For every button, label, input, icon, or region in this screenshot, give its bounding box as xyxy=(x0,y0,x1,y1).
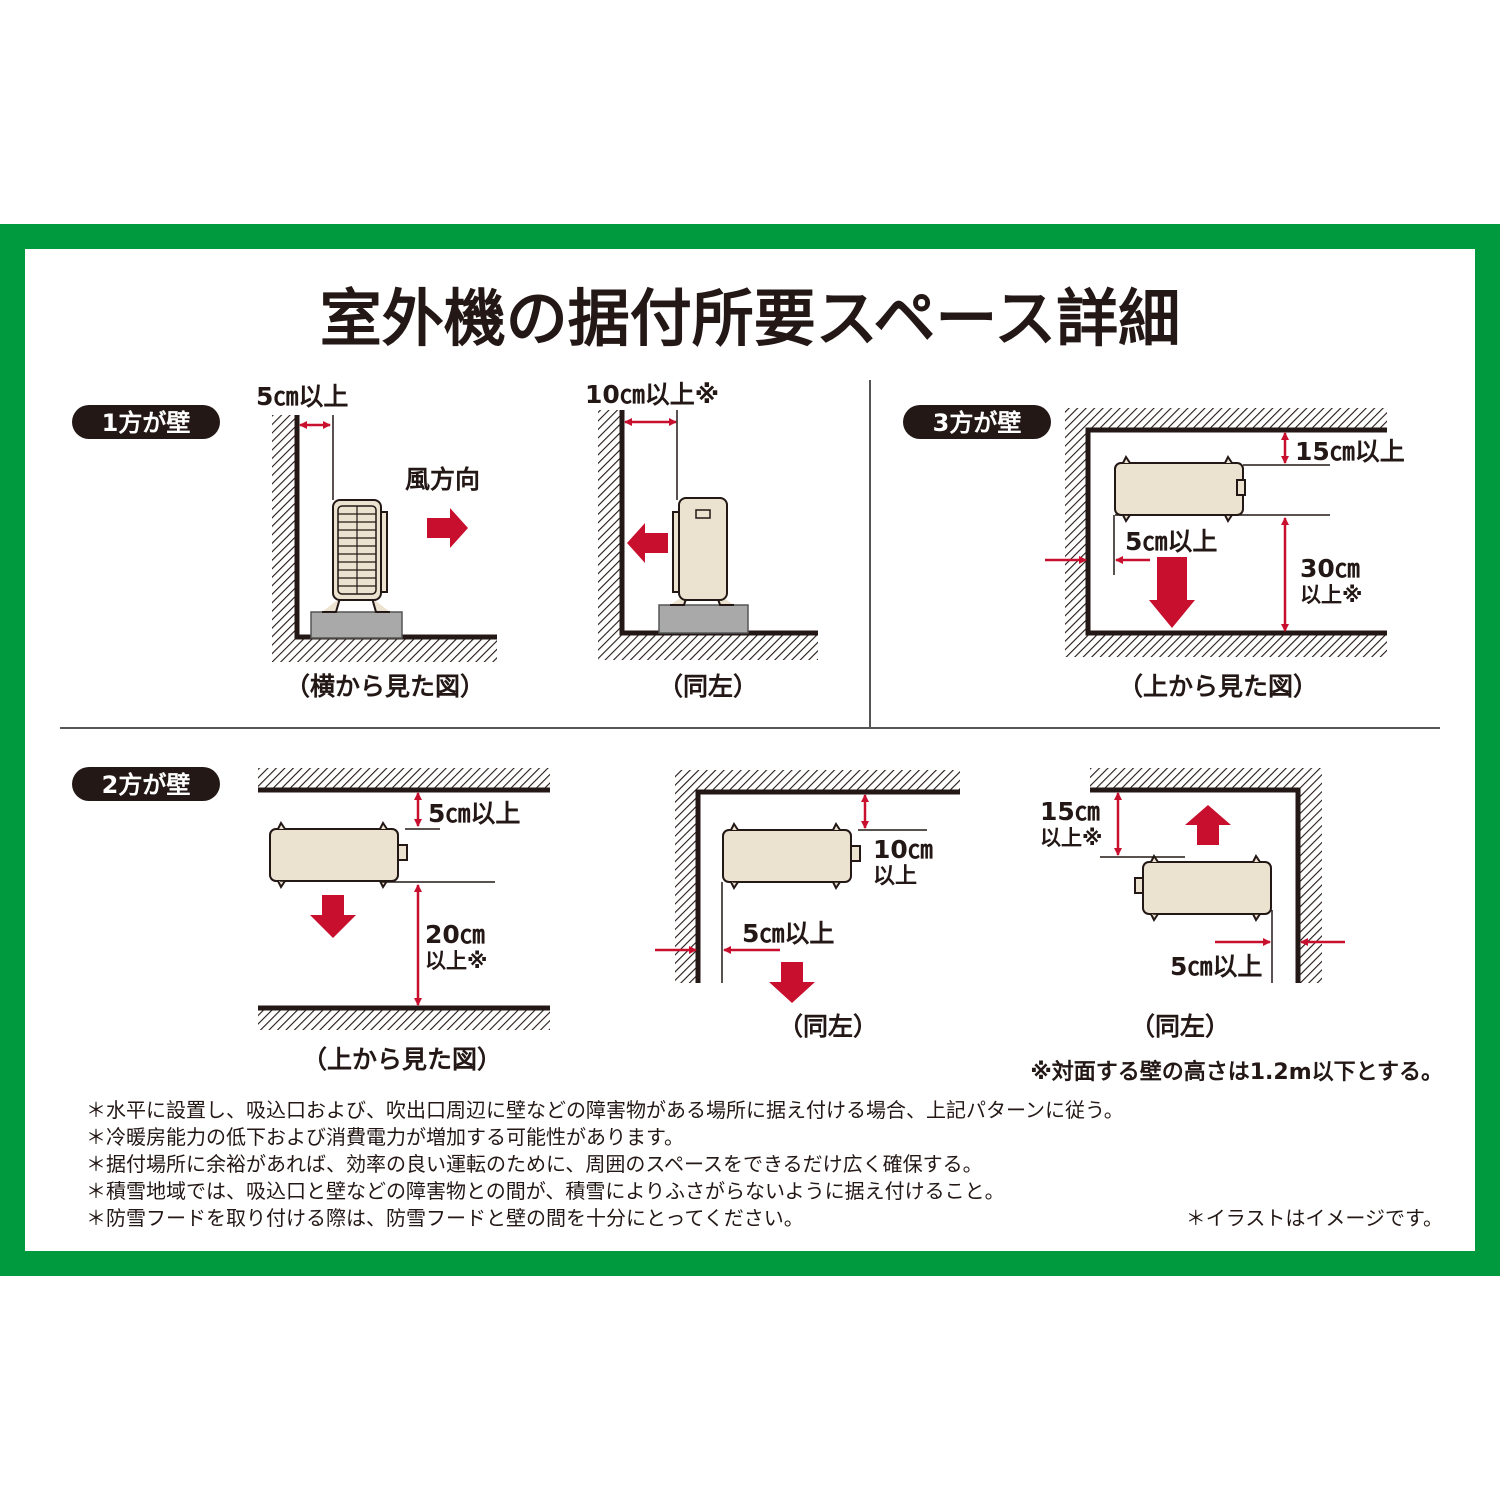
outdoor-unit-side xyxy=(322,499,390,613)
clearance-top-value: 10㎝ xyxy=(873,835,933,864)
caption: （同左） xyxy=(658,672,758,701)
badge-two-walls-label: 2方が壁 xyxy=(102,771,191,799)
wall xyxy=(272,415,297,662)
clearance-back-suffix: 以上※ xyxy=(1040,826,1102,850)
wall-front xyxy=(258,1008,550,1030)
outdoor-unit-top xyxy=(269,822,408,888)
clearance-back-value: 15㎝ xyxy=(1040,797,1100,826)
panel-three-walls: 3方が壁 15㎝以上 30㎝ 以上※ 5㎝以上 （上から見た図） xyxy=(903,405,1405,701)
outdoor-unit-top xyxy=(1114,456,1246,522)
outdoor-unit-top xyxy=(1134,855,1272,921)
wind-arrow-left-icon xyxy=(627,523,668,563)
wind-direction-label: 風方向 xyxy=(405,465,480,494)
page-title: 室外機の据付所要スペース詳細 xyxy=(320,282,1181,355)
clearance-side-label: 5㎝以上 xyxy=(742,919,834,948)
wind-arrow-right-icon xyxy=(427,508,468,548)
wall-side xyxy=(1298,768,1322,983)
outdoor-unit-back xyxy=(670,497,734,606)
wind-arrow-down-icon xyxy=(1149,557,1195,628)
outdoor-unit-top xyxy=(722,823,861,889)
clearance-top-label: 5㎝以上 xyxy=(428,799,520,828)
clearance-front-value: 20㎝ xyxy=(425,920,485,949)
badge-three-walls xyxy=(903,405,1051,439)
notes: ＊水平に設置し、吸込口および、吹出口周辺に壁などの障害物がある場所に据え付ける場… xyxy=(86,1098,1443,1230)
floor xyxy=(598,633,818,660)
wall-side xyxy=(675,770,698,983)
note-item: ＊防雪フードを取り付ける際は、防雪フードと壁の間を十分にとってください。 xyxy=(86,1206,804,1230)
unit-base xyxy=(310,611,403,639)
panel-one-wall: 1方が壁 5㎝以上 風方向 （ xyxy=(72,380,818,701)
illustration-note: ＊イラストはイメージです。 xyxy=(1186,1206,1443,1230)
wind-arrow-up-icon xyxy=(1185,805,1231,845)
caption: （上から見た図） xyxy=(1118,672,1318,701)
wind-arrow-down-icon xyxy=(769,962,815,1003)
badge-one-wall-label: 1方が壁 xyxy=(102,409,191,437)
note-item: ＊水平に設置し、吸込口および、吹出口周辺に壁などの障害物がある場所に据え付ける場… xyxy=(86,1098,1124,1122)
clearance-label: 5㎝以上 xyxy=(256,382,348,411)
note-item: ＊据付場所に余裕があれば、効率の良い運転のために、周囲のスペースをできるだけ広く… xyxy=(86,1152,983,1176)
note-item: ＊積雪地域では、吸込口と壁などの障害物との間が、積雪によりふさがらないように据え… xyxy=(86,1179,1005,1203)
wall xyxy=(598,410,622,660)
clearance-front-suffix: 以上※ xyxy=(425,949,487,973)
badge-three-walls-label: 3方が壁 xyxy=(933,409,1022,437)
side-view-b: 10㎝以上※ （同左） xyxy=(585,380,818,701)
side-view-a: 5㎝以上 風方向 （横から見た図） xyxy=(256,382,497,701)
floor xyxy=(272,637,497,662)
wind-arrow-down-icon xyxy=(310,895,356,938)
clearance-top-suffix: 以上 xyxy=(873,864,917,889)
panel-two-walls: 2方が壁 5㎝以上 20㎝ 以上※ （上から見た図） 10㎝ 以上 xyxy=(72,767,1443,1085)
wall-side xyxy=(1065,408,1088,657)
wall-back xyxy=(675,770,960,792)
clearance-side-label: 5㎝以上 xyxy=(1170,952,1262,981)
unit-base xyxy=(658,604,749,634)
badge-two-walls xyxy=(72,767,220,801)
top-view-c: 15㎝ 以上※ 5㎝以上 （同左） xyxy=(1040,768,1345,1041)
clearance-label: 10㎝以上※ xyxy=(585,380,719,409)
top-view-b: 10㎝ 以上 5㎝以上 （同左） xyxy=(655,770,960,1041)
clearance-top-label: 15㎝以上 xyxy=(1295,437,1405,466)
caption: （同左） xyxy=(1130,1012,1230,1041)
wall-back xyxy=(1090,768,1322,790)
caption: （上から見た図） xyxy=(302,1045,502,1074)
clearance-front-suffix: 以上※ xyxy=(1300,583,1362,607)
wall-back xyxy=(1065,408,1387,430)
badge-one-wall xyxy=(72,405,220,439)
note-item: ＊冷暖房能力の低下および消費電力が増加する可能性があります。 xyxy=(86,1125,684,1149)
caption: （横から見た図） xyxy=(285,672,485,701)
caption: （同左） xyxy=(778,1012,878,1041)
clearance-front-value: 30㎝ xyxy=(1300,554,1360,583)
wall-height-note: ※対面する壁の高さは1.2m以下とする。 xyxy=(1030,1059,1443,1085)
clearance-side-label: 5㎝以上 xyxy=(1125,527,1217,556)
wall-back xyxy=(258,768,550,790)
wall-front xyxy=(1065,633,1387,657)
top-view-a: 5㎝以上 20㎝ 以上※ （上から見た図） xyxy=(258,768,550,1074)
